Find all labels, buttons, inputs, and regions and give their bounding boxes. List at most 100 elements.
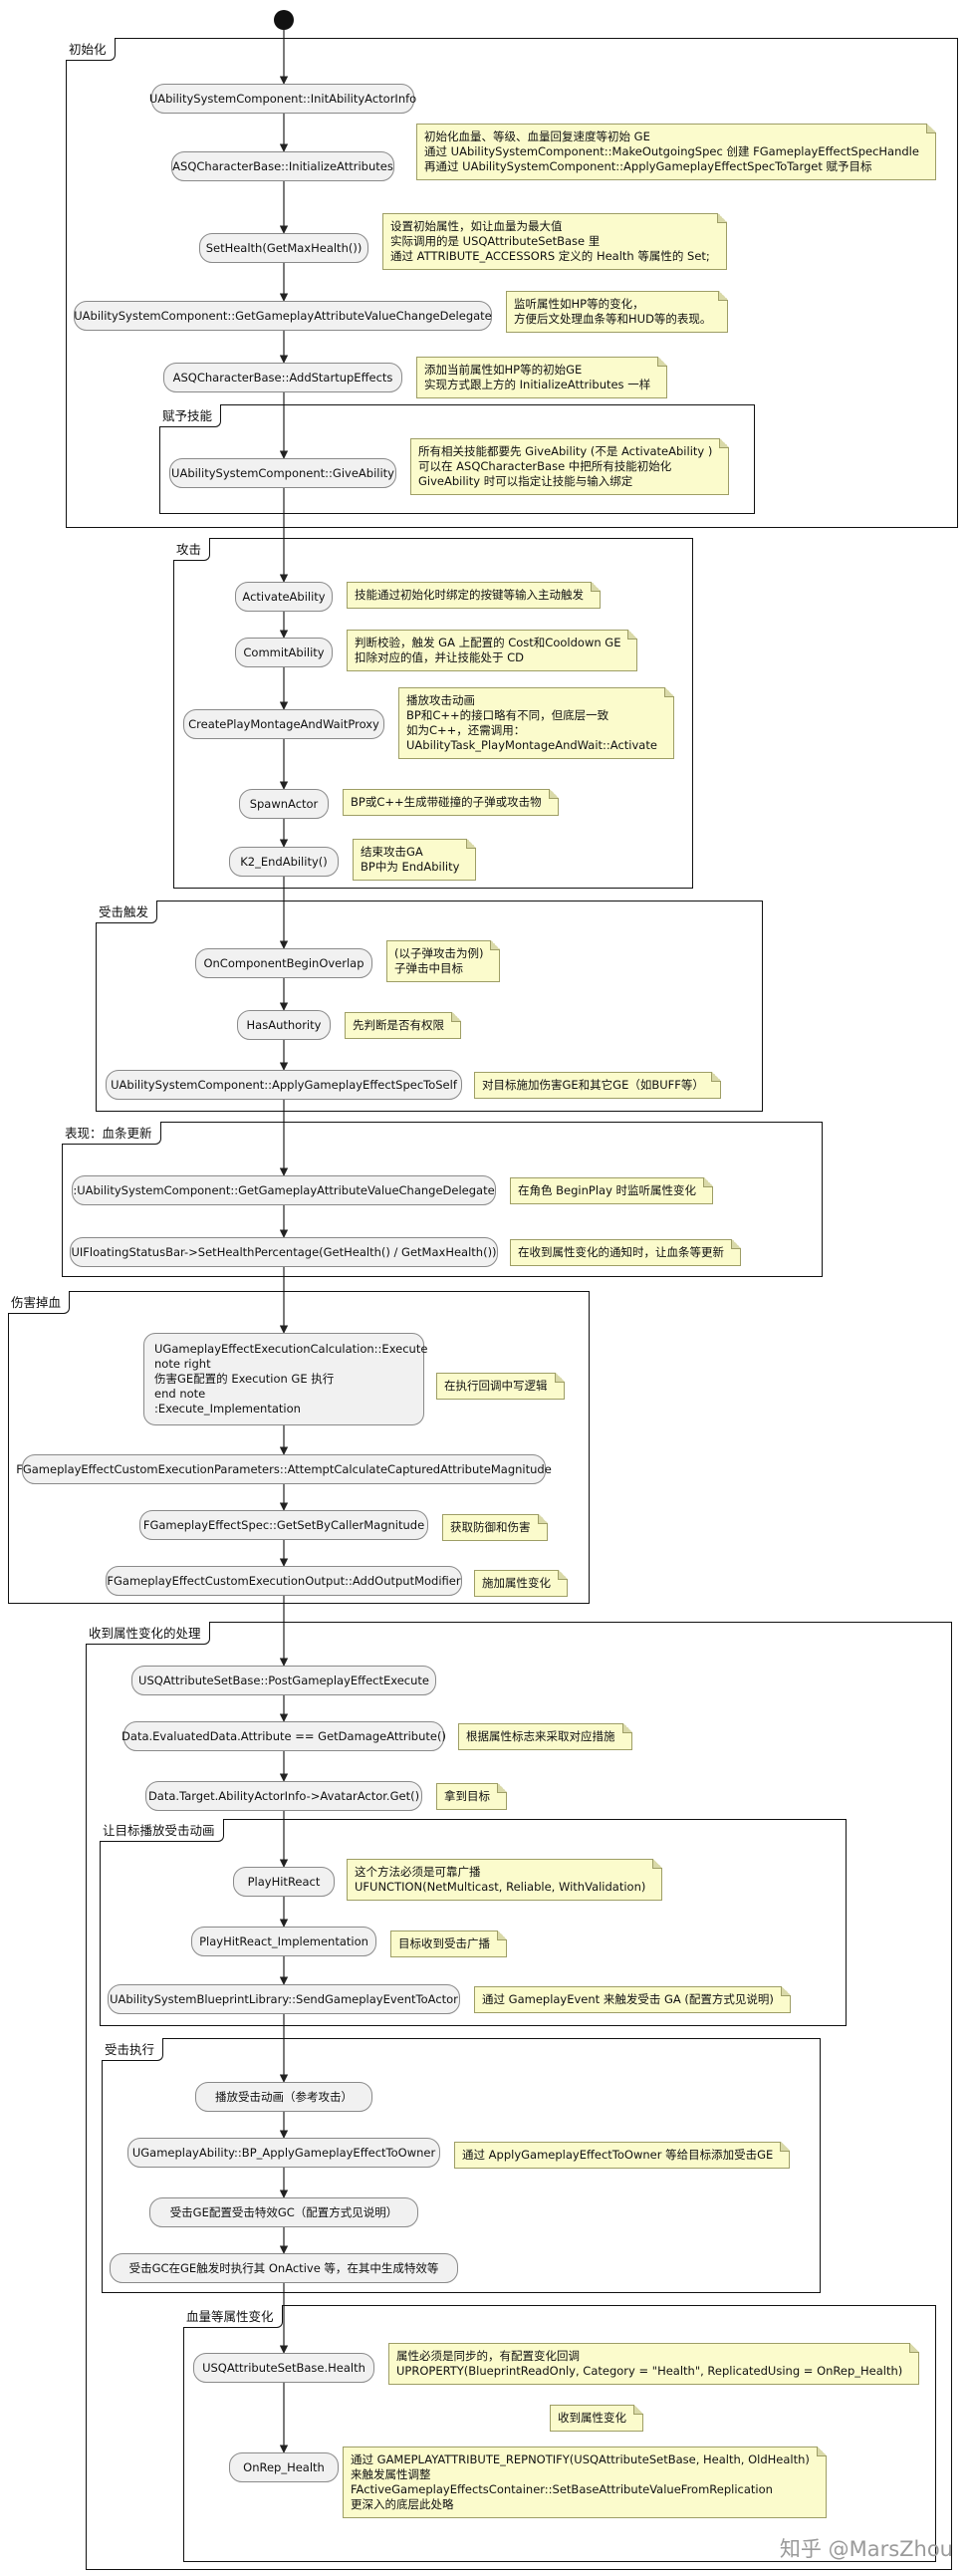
activity-apply-ge-spec-to-self: UAbilitySystemComponent::ApplyGameplayEf… — [106, 1070, 462, 1100]
note-line: 实际调用的是 USQAttributeSetBase 里 — [390, 234, 601, 248]
note-line: 施加属性变化 — [482, 1576, 551, 1590]
note-line: 来触发属性调整 — [351, 2467, 431, 2481]
note-apply-ge-to-owner: 通过 ApplyGameplayEffectToOwner 等给目标添加受击GE — [454, 2142, 791, 2169]
exec-line-1: UGameplayEffectExecutionCalculation::Exe… — [154, 1342, 428, 1356]
note-line: 结束攻击GA — [361, 845, 423, 859]
note-line: UAbilityTask_PlayMontageAndWait::Activat… — [406, 738, 657, 752]
partition-damage: 伤害掉血 — [8, 1291, 590, 1604]
note-replicated-attribute: 属性必须是同步的，有配置变化回调 UPROPERTY(BlueprintRead… — [388, 2343, 920, 2385]
activity-send-gameplay-event: UAbilitySystemBlueprintLibrary::SendGame… — [108, 1984, 460, 2014]
partition-attack: 攻击 — [173, 538, 693, 889]
partition-display: 表现：血条更新 — [62, 1122, 823, 1277]
note-activate-ability: 技能通过初始化时绑定的按键等输入主动触发 — [347, 582, 601, 609]
note-line: 扣除对应的值，并让技能处于 CD — [355, 650, 525, 664]
partition-label: 让目标播放受击动画 — [100, 1819, 224, 1842]
partition-label: 赋予技能 — [159, 404, 222, 427]
activity-delegate-display: :UAbilitySystemComponent::GetGameplayAtt… — [72, 1175, 496, 1205]
activity-bp-apply-ge-to-owner: UGameplayAbility::BP_ApplyGameplayEffect… — [127, 2138, 440, 2168]
exec-line-3: 伤害GE配置的 Execution GE 执行 — [154, 1372, 335, 1386]
activity-end-ability: K2_EndAbility() — [229, 847, 339, 877]
note-line: 在角色 BeginPlay 时监听属性变化 — [518, 1183, 697, 1197]
note-line: 通过 GameplayEvent 来触发受击 GA (配置方式见说明) — [482, 1992, 774, 2006]
note-line: FActiveGameplayEffectsContainer::SetBase… — [351, 2482, 773, 2496]
activity-on-component-begin-overlap: OnComponentBeginOverlap — [195, 948, 372, 978]
activity-attribute-health: USQAttributeSetBase.Health — [193, 2353, 374, 2383]
note-line: 在收到属性变化的通知时，让血条等更新 — [518, 1245, 724, 1259]
note-line: 方便后文处理血条等和HUD等的表现。 — [514, 312, 712, 326]
partition-attrchange: 收到属性变化的处理 — [86, 1622, 952, 2570]
note-line: 通过 ApplyGameplayEffectToOwner 等给目标添加受击GE — [462, 2148, 774, 2162]
activity-play-hit-react: PlayHitReact — [233, 1867, 335, 1897]
partition-grant: 赋予技能 — [159, 404, 755, 514]
note-line: 可以在 ASQCharacterBase 中把所有技能初始化 — [418, 459, 672, 473]
note-repnotify: 通过 GAMEPLAYATTRIBUTE_REPNOTIFY(USQAttrib… — [343, 2447, 827, 2518]
partition-label: 攻击 — [173, 538, 211, 561]
partition-label: 初始化 — [66, 38, 116, 61]
activity-spawn-actor: SpawnActor — [239, 789, 329, 819]
note-line: 如为C++，还需调用： — [406, 723, 526, 737]
note-line: 再通过 UAbilitySystemComponent::ApplyGamepl… — [424, 159, 872, 173]
partition-init: 初始化 — [66, 38, 958, 528]
note-line: 所有相关技能都要先 GiveAbility (不是 ActivateAbilit… — [418, 444, 713, 458]
note-line: 这个方法必须是可靠广播 — [355, 1865, 481, 1879]
activity-post-gameplay-effect-execute: USQAttributeSetBase::PostGameplayEffectE… — [131, 1666, 436, 1695]
activity-set-health-percentage: UIFloatingStatusBar->SetHealthPercentage… — [70, 1237, 498, 1267]
note-line: UPROPERTY(BlueprintReadOnly, Category = … — [396, 2364, 903, 2378]
note-begin-play-listen: 在角色 BeginPlay 时监听属性变化 — [510, 1177, 714, 1204]
note-line: 拿到目标 — [444, 1789, 490, 1803]
activity-execution-calculation: UGameplayEffectExecutionCalculation::Exe… — [143, 1333, 428, 1425]
note-receive-change: 收到属性变化 — [550, 2405, 643, 2432]
activity-check-damage-attribute: Data.EvaluatedData.Attribute == GetDamag… — [121, 1721, 446, 1751]
note-line: 根据属性标志来采取对应措施 — [466, 1729, 615, 1743]
note-line: 获取防御和伤害 — [450, 1520, 531, 1534]
note-line: 添加当前属性如HP等的初始GE — [424, 363, 583, 377]
note-line: 播放攻击动画 — [406, 693, 475, 707]
activity-add-startup-effects: ASQCharacterBase::AddStartupEffects — [163, 363, 402, 392]
partition-hit: 受击触发 — [96, 901, 763, 1112]
note-line: BP和C++的接口略有不同，但底层一致 — [406, 708, 609, 722]
activity-on-rep-health: OnRep_Health — [229, 2452, 339, 2482]
note-give-ability: 所有相关技能都要先 GiveAbility (不是 ActivateAbilit… — [410, 438, 730, 495]
note-line: 通过 GAMEPLAYATTRIBUTE_REPNOTIFY(USQAttrib… — [351, 2452, 810, 2466]
partition-label: 受击执行 — [102, 2038, 164, 2061]
activity-hit-gc-on-active: 受击GC在GE触发时执行其 OnActive 等，在其中生成特效等 — [110, 2253, 458, 2283]
exec-line-4: end note — [154, 1387, 206, 1401]
note-line: 通过 UAbilitySystemComponent::MakeOutgoing… — [424, 144, 919, 158]
activity-hit-ge-gc-config: 受击GE配置受击特效GC（配置方式见说明） — [149, 2197, 418, 2227]
note-line: 实现方式跟上方的 InitializeAttributes 一样 — [424, 378, 651, 391]
exec-line-5: :Execute_Implementation — [154, 1402, 301, 1416]
partition-health: 血量等属性变化 — [183, 2305, 936, 2562]
partition-hitexec: 受击执行 — [102, 2038, 821, 2293]
note-line: 先判断是否有权限 — [353, 1018, 444, 1032]
note-apply-attribute-change: 施加属性变化 — [474, 1570, 568, 1597]
note-line: 更深入的底层此处略 — [351, 2497, 454, 2511]
note-commit-ability: 判断校验，触发 GA 上配置的 Cost和Cooldown GE 扣除对应的值，… — [347, 630, 638, 671]
note-set-health: 设置初始属性，如让血量为最大值 实际调用的是 USQAttributeSetBa… — [382, 213, 727, 270]
note-line: (以子弹攻击为例) — [394, 946, 484, 960]
activity-add-output-modifier: FGameplayEffectCustomExecutionOutput::Ad… — [106, 1566, 462, 1596]
activity-play-hit-react-impl: PlayHitReact_Implementation — [191, 1927, 376, 1956]
note-initialize-attributes: 初始化血量、等级、血量回复速度等初始 GE 通过 UAbilitySystemC… — [416, 124, 936, 180]
activity-initialize-attributes: ASQCharacterBase::InitializeAttributes — [171, 151, 394, 181]
note-line: UFUNCTION(NetMulticast, Reliable, WithVa… — [355, 1880, 646, 1894]
partition-hitanim: 让目标播放受击动画 — [100, 1819, 847, 2026]
note-add-startup-effects: 添加当前属性如HP等的初始GE 实现方式跟上方的 InitializeAttri… — [416, 357, 668, 398]
partition-label: 血量等属性变化 — [183, 2305, 283, 2328]
note-line: GiveAbility 时可以指定让技能与输入绑定 — [418, 474, 633, 488]
watermark: 知乎 @MarsZhou — [779, 2537, 953, 2561]
activity-set-health: SetHealth(GetMaxHealth()) — [199, 233, 368, 263]
note-health-bar-update: 在收到属性变化的通知时，让血条等更新 — [510, 1239, 741, 1266]
activity-play-hit-animation: 播放受击动画（参考攻击） — [195, 2082, 372, 2112]
start-node — [274, 10, 294, 30]
activity-activate-ability: ActivateAbility — [235, 582, 333, 612]
partition-label: 伤害掉血 — [8, 1291, 71, 1314]
note-apply-to-self: 对目标施加伤害GE和其它GE（如BUFF等） — [474, 1072, 721, 1099]
note-execution-callback: 在执行回调中写逻辑 — [436, 1373, 565, 1400]
note-line: 设置初始属性，如让血量为最大值 — [390, 219, 563, 233]
note-line: BP或C++生成带碰撞的子弹或攻击物 — [351, 795, 542, 809]
note-line: 在执行回调中写逻辑 — [444, 1379, 548, 1393]
note-end-ability: 结束攻击GA BP中为 EndAbility — [353, 839, 477, 881]
note-get-target: 拿到目标 — [436, 1783, 507, 1810]
activity-commit-ability: CommitAbility — [235, 638, 333, 667]
